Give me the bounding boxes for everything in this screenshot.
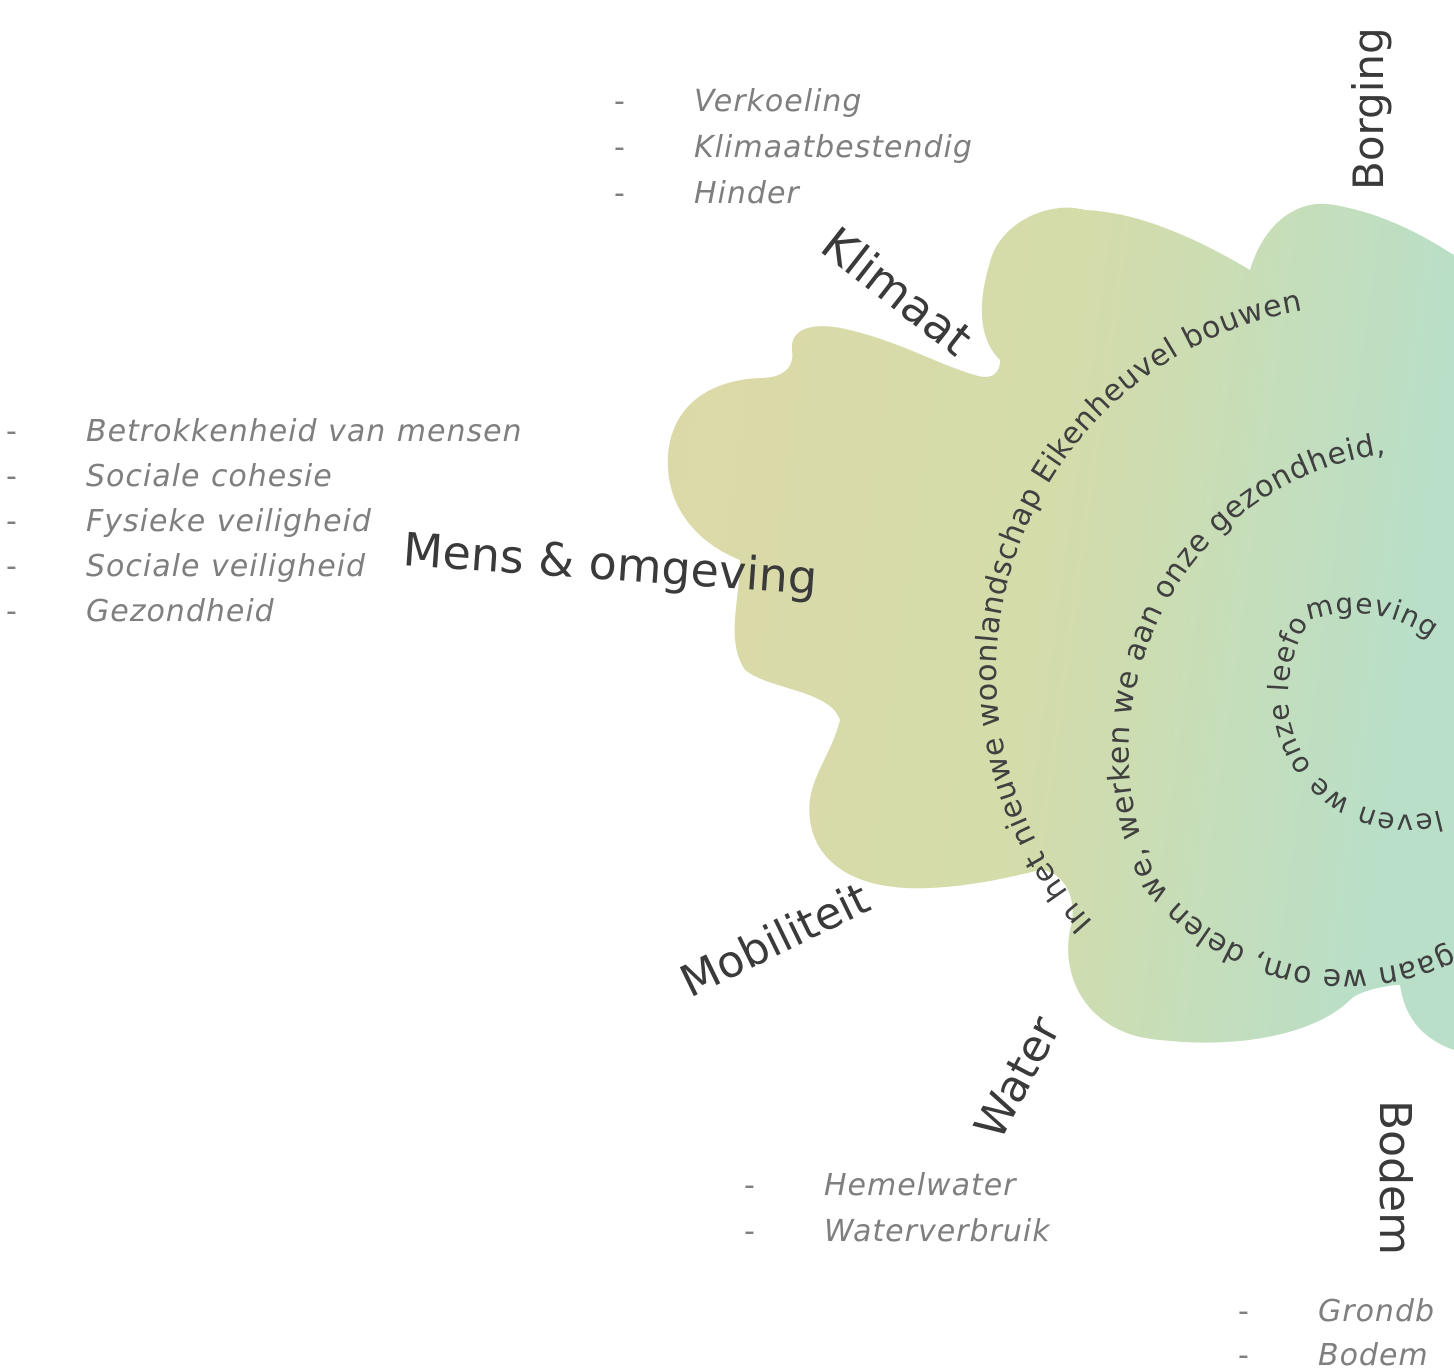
list-item: - Gezondheid bbox=[6, 594, 566, 639]
bullet-dash: - bbox=[6, 594, 18, 629]
bullet-dash: - bbox=[6, 414, 18, 449]
list-item: - Bodem bbox=[1238, 1338, 1454, 1371]
topic-item: Hinder bbox=[694, 176, 800, 211]
list-item: - Fysieke veiligheid bbox=[6, 504, 566, 549]
bullet-dash: - bbox=[1238, 1338, 1250, 1371]
list-item: - Hemelwater bbox=[744, 1168, 1104, 1214]
list-item: - Betrokkenheid van mensen bbox=[6, 414, 566, 459]
topic-item: Gezondheid bbox=[86, 594, 275, 629]
bullet-dash: - bbox=[614, 176, 626, 211]
bullet-dash: - bbox=[1238, 1294, 1250, 1329]
bullet-dash: - bbox=[744, 1168, 756, 1203]
list-item: - Waterverbruik bbox=[744, 1214, 1104, 1260]
water-topic-list: - Hemelwater - Waterverbruik bbox=[744, 1168, 1104, 1260]
theme-label-bodem: Bodem bbox=[1369, 1100, 1420, 1255]
bullet-dash: - bbox=[614, 130, 626, 165]
topic-item: Sociale cohesie bbox=[86, 459, 333, 494]
topic-item: Hemelwater bbox=[824, 1168, 1017, 1203]
bullet-dash: - bbox=[744, 1214, 756, 1249]
topic-item: Fysieke veiligheid bbox=[86, 504, 372, 539]
bodem-topic-list: - Grondb - Bodem bbox=[1238, 1294, 1454, 1371]
theme-label-borging: Borging bbox=[1344, 27, 1393, 190]
list-item: - Verkoeling bbox=[614, 84, 1034, 130]
mens-omgeving-topic-list: - Betrokkenheid van mensen - Sociale cohes… bbox=[6, 414, 566, 644]
list-item: - Klimaatbestendig bbox=[614, 130, 1034, 176]
bullet-dash: - bbox=[6, 549, 18, 584]
topic-item: Klimaatbestendig bbox=[694, 130, 973, 165]
list-item: - Sociale veiligheid bbox=[6, 549, 566, 594]
list-item: - Grondb bbox=[1238, 1294, 1454, 1338]
theme-label-water: Water bbox=[965, 1008, 1072, 1148]
theme-label-mobiliteit: Mobiliteit bbox=[672, 873, 877, 1008]
bullet-dash: - bbox=[614, 84, 626, 119]
topic-item: Betrokkenheid van mensen bbox=[86, 414, 523, 449]
topic-item: Grondb bbox=[1318, 1294, 1436, 1329]
leaf-shape bbox=[667, 203, 1454, 1051]
list-item: - Sociale cohesie bbox=[6, 459, 566, 504]
topic-item: Sociale veiligheid bbox=[86, 549, 367, 584]
topic-item: Waterverbruik bbox=[824, 1214, 1051, 1249]
topic-item: Bodem bbox=[1318, 1338, 1429, 1371]
bullet-dash: - bbox=[6, 504, 18, 539]
list-item: - Hinder bbox=[614, 176, 1034, 222]
bullet-dash: - bbox=[6, 459, 18, 494]
klimaat-topic-list: - Verkoeling - Klimaatbestendig - Hinder bbox=[614, 84, 1034, 216]
topic-item: Verkoeling bbox=[694, 84, 863, 119]
